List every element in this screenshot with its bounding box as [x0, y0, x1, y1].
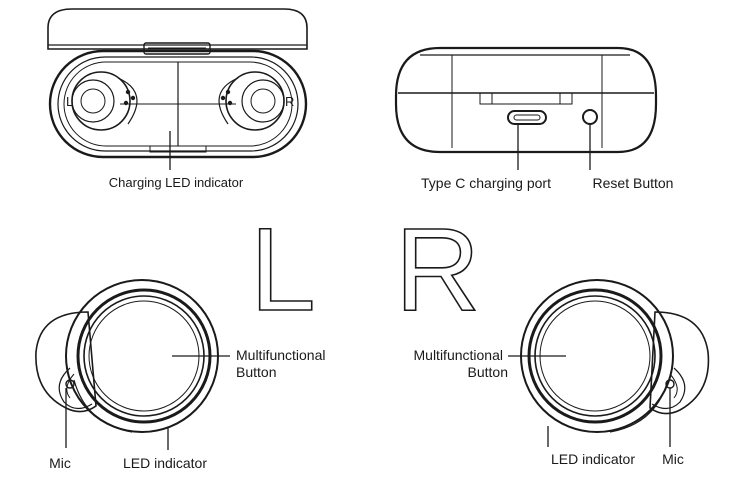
left-led-label: LED indicator	[123, 455, 207, 471]
case-back-body	[394, 46, 658, 154]
reset-label: Reset Button	[593, 175, 674, 191]
case-lid	[47, 8, 308, 50]
type-c-port-icon	[507, 110, 547, 125]
charging-led-label: Charging LED indicator	[109, 175, 244, 190]
case-left-earbud: L	[66, 71, 138, 131]
left-mic-icon	[65, 379, 75, 389]
right-bay-mark: R	[285, 94, 294, 109]
left-bay-mark: L	[66, 94, 73, 109]
left-earbud-illustration: Multifunctional Button Mic LED indicator	[35, 279, 326, 471]
right-button-label-line1: Multifunctional	[414, 347, 504, 363]
right-earbud-illustration: Multifunctional Button LED indicator Mic	[414, 279, 710, 467]
open-case-illustration: L R Charging LED indicator	[47, 8, 308, 190]
left-button-label-line1: Multifunctional	[236, 347, 326, 363]
right-mic-label: Mic	[662, 451, 684, 467]
type-c-label: Type C charging port	[421, 175, 551, 191]
left-mic-label: Mic	[49, 455, 71, 471]
left-button-label-line2: Button	[236, 364, 276, 380]
reset-button-icon	[582, 109, 598, 125]
right-button-label-line2: Button	[468, 364, 508, 380]
left-side-marker: L	[250, 204, 316, 336]
case-back-illustration: Type C charging port Reset Button	[394, 46, 674, 191]
case-hinge	[143, 42, 211, 55]
case-right-earbud: R	[218, 71, 294, 131]
case-base	[48, 49, 308, 159]
right-led-label: LED indicator	[551, 451, 635, 467]
right-side-marker: R	[395, 204, 480, 336]
